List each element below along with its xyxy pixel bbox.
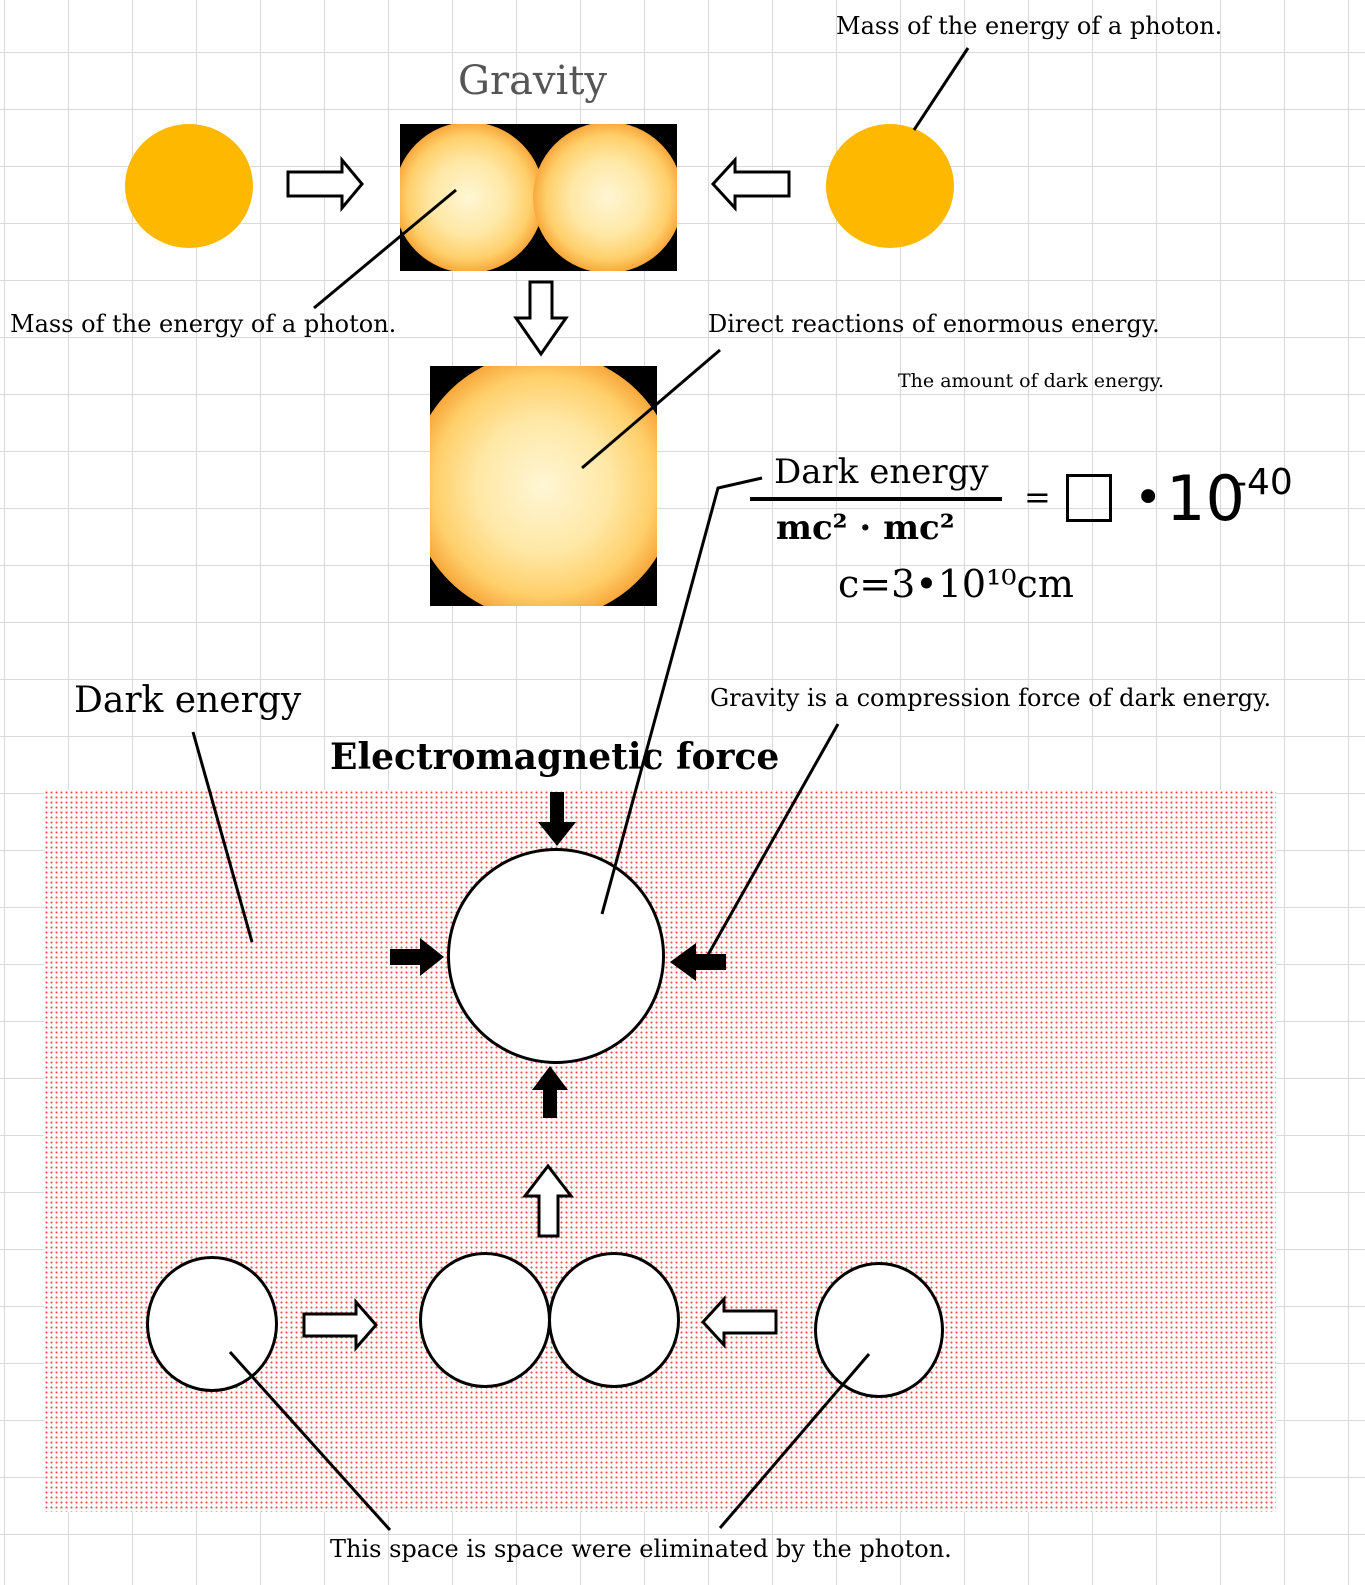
mass-photon-label-top: Mass of the energy of a photon. [836,12,1223,40]
dark-energy-label: Dark energy [74,680,302,721]
down-force-arrow-icon [538,792,576,846]
dark-energy-field [44,790,1276,1512]
space-eliminated-label: This space is space were eliminated by t… [330,1535,952,1563]
gravity-title: Gravity [458,58,607,104]
large-particle-circle [447,848,665,1064]
speed-of-light-value: c=3•10¹⁰cm [838,562,1074,606]
mass-photon-label-left: Mass of the energy of a photon. [10,310,397,338]
direct-reactions-label: Direct reactions of enormous energy. [708,310,1160,338]
up-force-arrow-icon [532,1066,568,1118]
formula-equals: = [1024,478,1051,516]
gravity-compression-label: Gravity is a compression force of dark e… [710,684,1272,712]
photon-right [826,124,954,248]
unknown-value-box [1066,474,1112,522]
formula-numerator: Dark energy [774,452,989,492]
particle-circle-right [814,1262,944,1398]
amount-dark-energy-label: The amount of dark energy. [898,370,1164,392]
up-arrow-icon [521,1163,575,1238]
left-arrow-icon [710,156,791,212]
right-force-arrow-icon [390,938,444,976]
right-arrow-bottom-icon [302,1297,378,1353]
particle-circle-middle-right [548,1252,680,1388]
formula-denominator: mc² · mc² [776,508,955,548]
electromagnetic-force-label: Electromagnetic force [330,736,780,778]
particle-circle-left [146,1256,278,1392]
merged-energy-image [430,366,657,606]
down-arrow-icon [513,280,569,357]
formula-exponent: -40 [1234,462,1293,503]
left-force-arrow-icon [670,943,726,981]
formula-dot: • [1134,470,1163,526]
particle-circle-middle-left [419,1252,551,1388]
formula-base: 10 [1166,462,1245,535]
right-arrow-icon [286,155,364,213]
left-arrow-bottom-icon [700,1295,778,1349]
photon-left [125,124,253,248]
